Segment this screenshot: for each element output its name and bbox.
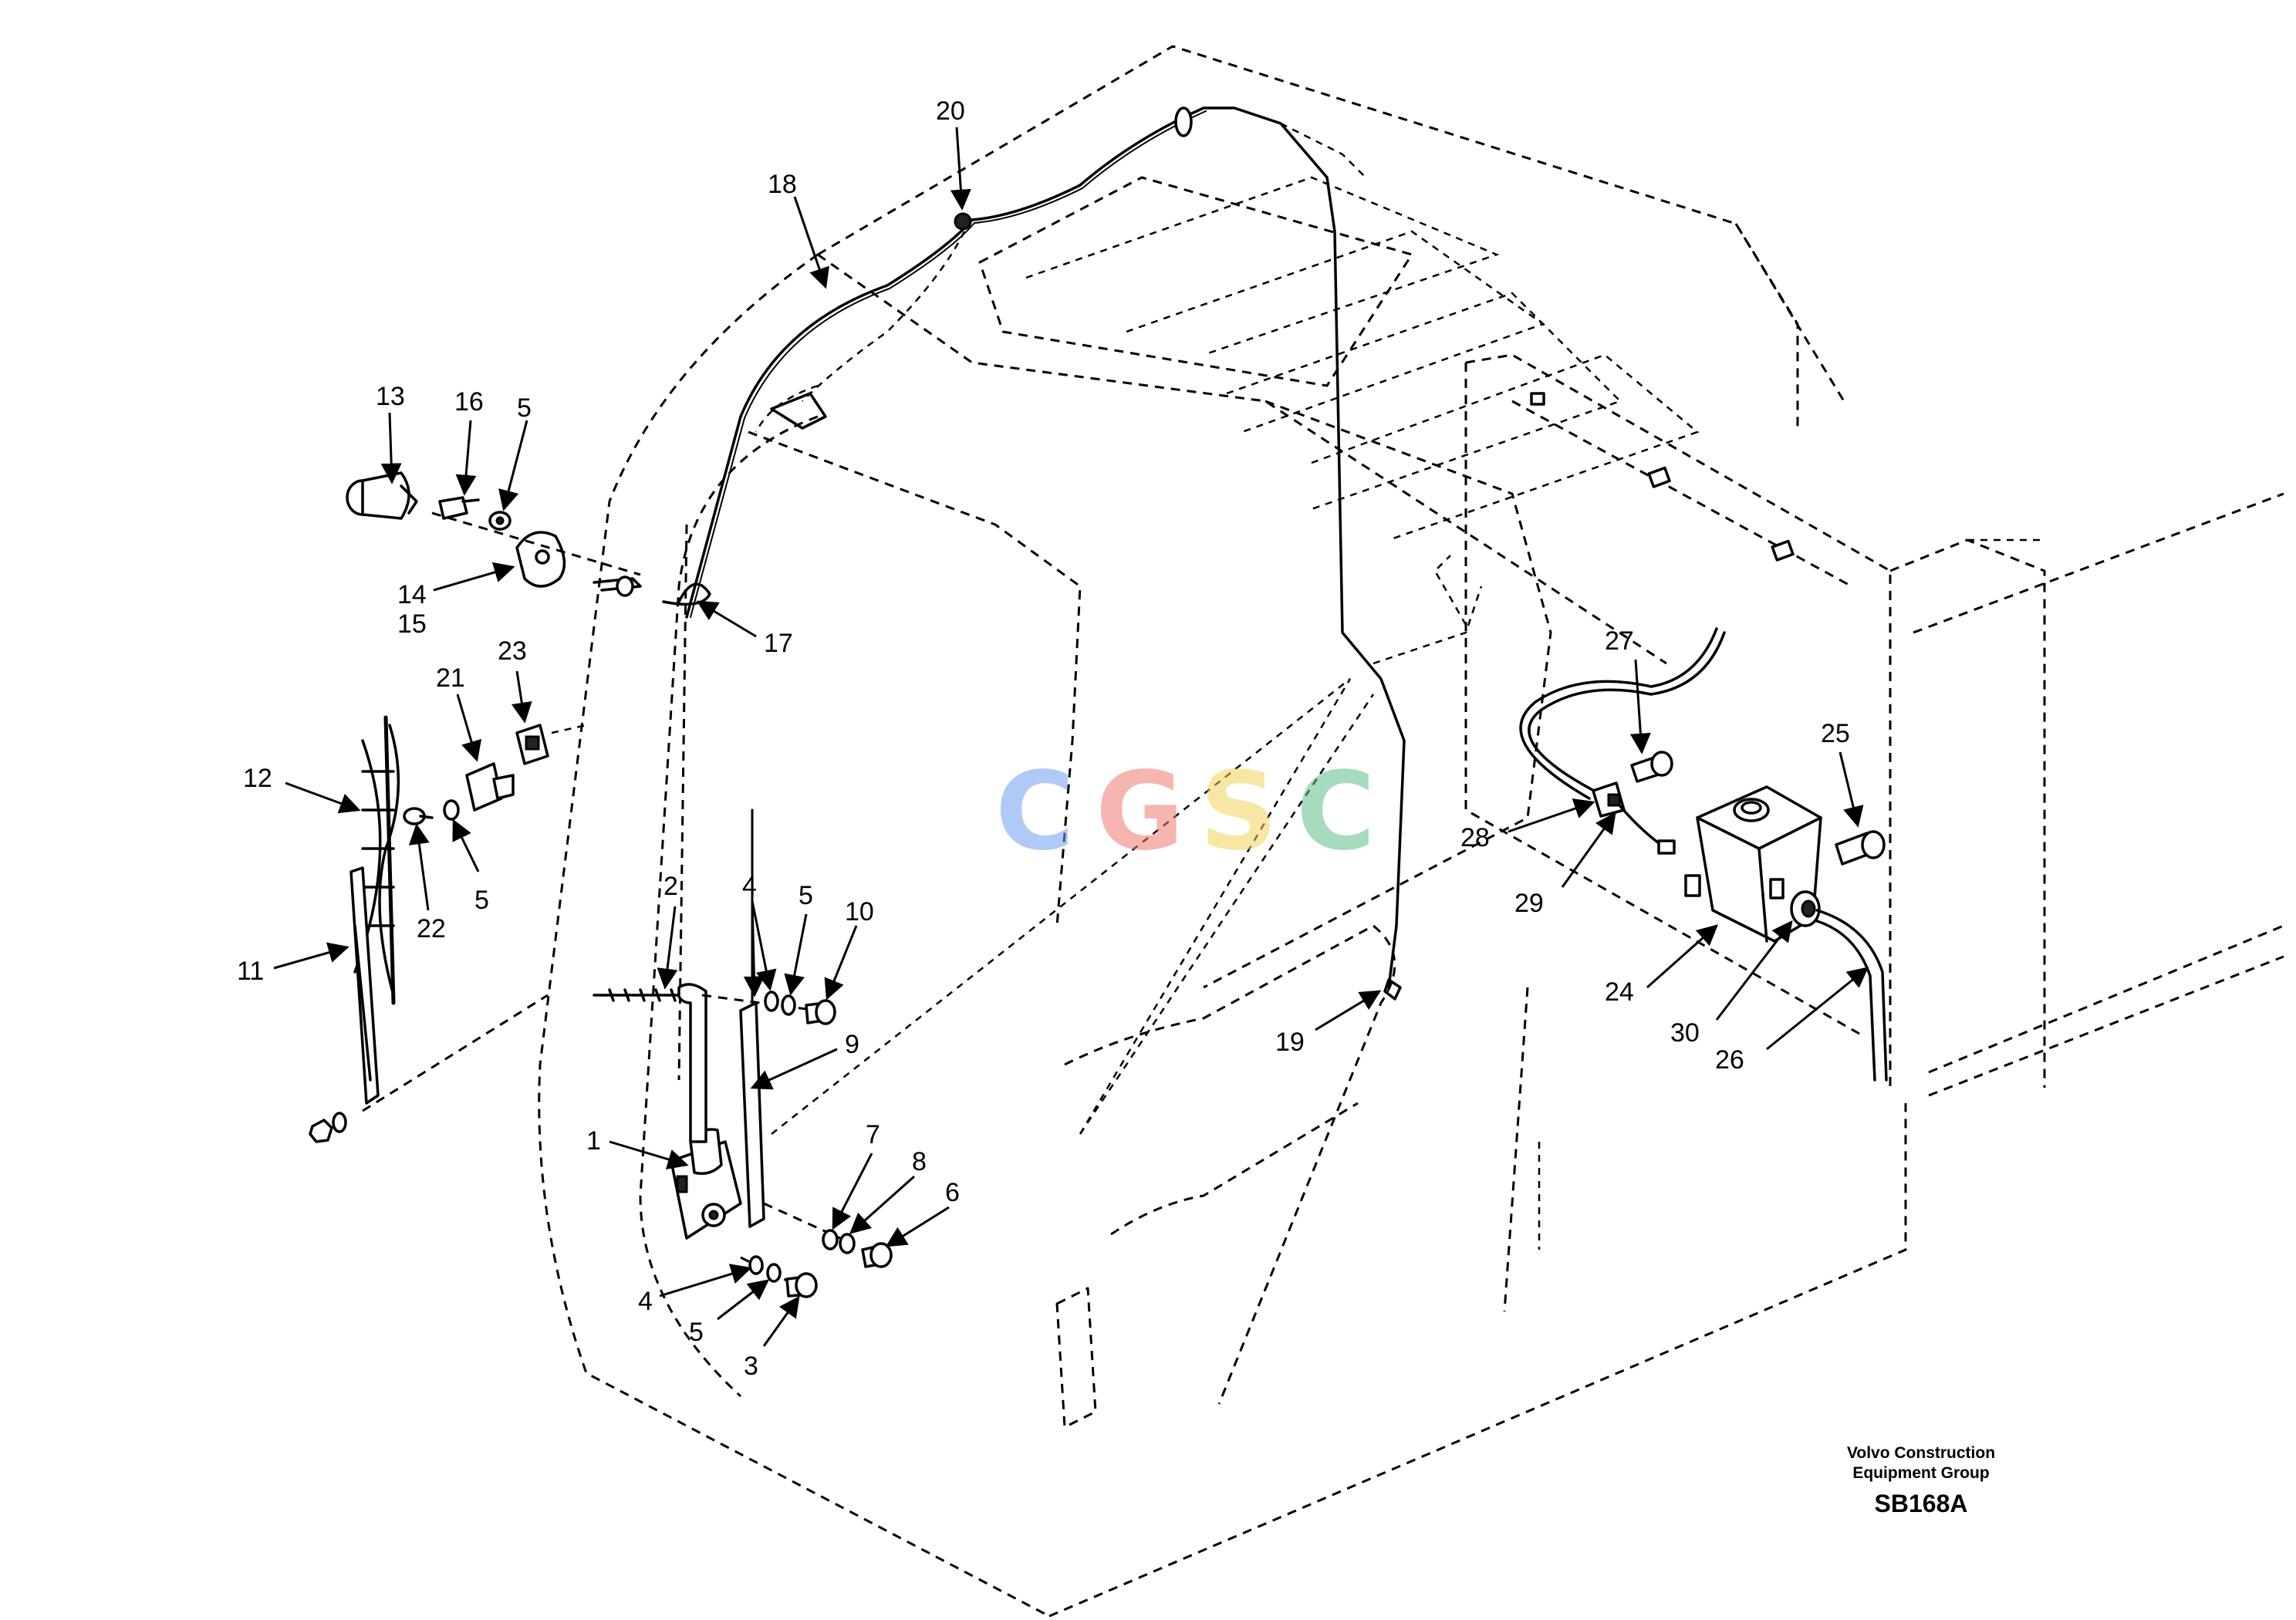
cab-outline <box>538 45 2284 1618</box>
screw-25 <box>1835 830 1886 866</box>
hose-26 <box>1815 909 1888 1082</box>
wiper-motor-1 <box>670 1128 742 1240</box>
callout-25: 25 <box>1821 719 1850 748</box>
washer-5-top <box>781 994 796 1016</box>
company-name-line2: Equipment Group <box>1852 1464 1989 1482</box>
washer-reservoir-24 <box>1684 785 1822 943</box>
wiper-nut-washer <box>309 1112 347 1143</box>
callout-12: 12 <box>243 764 272 793</box>
watermark-letter-s: S <box>1200 749 1278 875</box>
callout-22: 22 <box>417 914 446 943</box>
bracket-21 <box>465 762 515 812</box>
screw-27 <box>1630 751 1673 783</box>
callout-15: 15 <box>397 609 427 639</box>
callout-5-top: 5 <box>517 393 532 423</box>
callout-9: 9 <box>845 1030 859 1059</box>
callout-5-motor: 5 <box>799 881 813 910</box>
callout-6: 6 <box>945 1178 960 1207</box>
bolt-6 <box>861 1242 893 1268</box>
watermark-letter-g: G <box>1096 749 1184 875</box>
callout-8: 8 <box>912 1147 927 1176</box>
callout-1: 1 <box>586 1126 601 1156</box>
callout-26: 26 <box>1715 1045 1744 1075</box>
callout-20: 20 <box>936 96 965 126</box>
callout-30: 30 <box>1670 1018 1700 1048</box>
bracket-14 <box>515 531 566 588</box>
callout-2: 2 <box>663 872 678 901</box>
switch-23 <box>515 724 549 765</box>
callout-4-top: 4 <box>742 872 757 901</box>
washer-5-left <box>443 799 460 821</box>
screw-22 <box>403 807 434 825</box>
bolt-10 <box>805 999 836 1025</box>
callout-4-bottom: 4 <box>638 1287 653 1316</box>
watermark-letter-c2: C <box>1296 749 1376 875</box>
motor-shaft-2 <box>593 983 707 1143</box>
callout-16: 16 <box>454 387 484 417</box>
watermark: C G S C <box>995 749 1376 875</box>
bolt-3 <box>785 1272 818 1298</box>
grommet-30 <box>1790 890 1821 927</box>
callout-24: 24 <box>1605 977 1634 1007</box>
washer-4-top <box>764 991 779 1012</box>
watermark-letter-c1: C <box>995 749 1075 875</box>
callout-7: 7 <box>866 1120 880 1149</box>
callout-28: 28 <box>1460 823 1490 852</box>
company-name-line1: Volvo Construction <box>1847 1444 1995 1462</box>
washer-nozzle-13 <box>346 471 418 520</box>
callouts: 13 16 5 14 15 17 18 20 23 21 12 22 5 <box>237 96 1869 1381</box>
callout-19: 19 <box>1275 1028 1305 1057</box>
washer-5-bottom <box>766 1263 782 1283</box>
wiper-harness <box>662 106 1483 1135</box>
callout-10: 10 <box>845 897 874 926</box>
hose-and-pump-group <box>1519 627 1726 855</box>
callout-18: 18 <box>768 170 797 199</box>
grommet-shape <box>1174 106 1193 137</box>
callout-13: 13 <box>376 382 405 411</box>
callout-5-bottom: 5 <box>689 1318 704 1347</box>
bolt-16 <box>438 496 480 520</box>
title-block: Volvo Construction Equipment Group SB168… <box>1847 1444 1995 1517</box>
callout-21: 21 <box>436 663 465 693</box>
callout-27: 27 <box>1605 626 1634 656</box>
drawing-code: SB168A <box>1875 1490 1968 1517</box>
washer-8 <box>839 1233 856 1254</box>
wiper-blade-12 <box>353 715 400 1005</box>
washer-7 <box>822 1229 839 1250</box>
callout-3: 3 <box>744 1352 758 1381</box>
callout-23: 23 <box>498 636 527 666</box>
callout-29: 29 <box>1514 889 1544 918</box>
washer-4-bottom <box>748 1255 764 1275</box>
callout-5-left: 5 <box>474 886 489 915</box>
clamp-20-shape <box>954 212 972 231</box>
callout-17: 17 <box>764 629 793 658</box>
nut-5-top <box>488 511 512 531</box>
callout-14: 14 <box>397 580 427 609</box>
callout-11: 11 <box>237 957 264 986</box>
wiper-arm-11 <box>349 866 380 1105</box>
